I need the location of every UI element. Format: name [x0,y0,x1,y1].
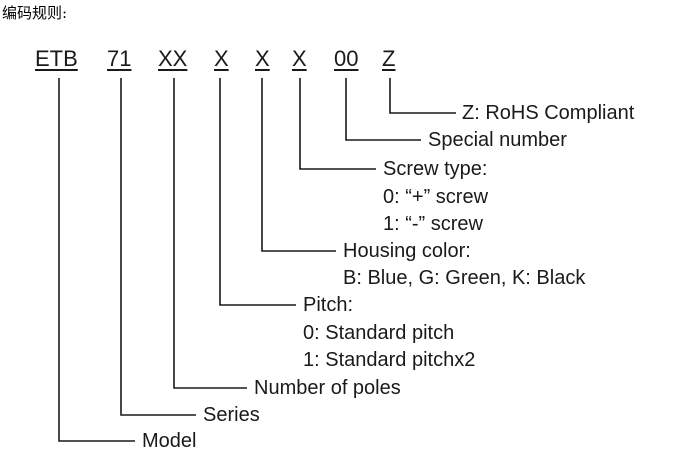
label-screw-opt1: 1: “-” screw [383,213,483,235]
label-pitch-title: Pitch: [303,294,354,316]
connector-screw [299,78,376,170]
label-pitch-opt1: 1: Standard pitchx2 [303,349,476,371]
label-model: Model [142,430,197,452]
label-poles: Number of poles [254,377,401,399]
label-screw-opt0: 0: “+” screw [383,186,489,208]
code-segment-pitch: X [214,46,229,71]
page-heading: 编码规则: [2,4,68,22]
code-segment-series: 71 [107,46,132,71]
connector-series [120,78,196,416]
connector-special [345,78,421,141]
label-special: Special number [428,129,567,151]
code-segment-poles: XX [158,46,188,71]
connector-model [58,78,135,442]
code-segment-model: ETB [35,46,78,71]
label-series: Series [203,404,260,426]
connector-housing [261,78,336,252]
label-screw-title: Screw type: [383,158,488,180]
code-segment-special: 00 [334,46,359,71]
label-housing-title: Housing color: [343,240,471,262]
connector-poles [173,78,247,389]
label-housing-opts: B: Blue, G: Green, K: Black [343,267,586,289]
label-pitch-opt0: 0: Standard pitch [303,322,455,344]
code-segment-housing: X [255,46,270,71]
connector-pitch [219,78,296,306]
code-segment-screw: X [292,46,307,71]
code-segment-rohs: Z [382,46,396,71]
label-rohs: Z: RoHS Compliant [462,102,635,124]
connector-rohs [389,78,456,114]
